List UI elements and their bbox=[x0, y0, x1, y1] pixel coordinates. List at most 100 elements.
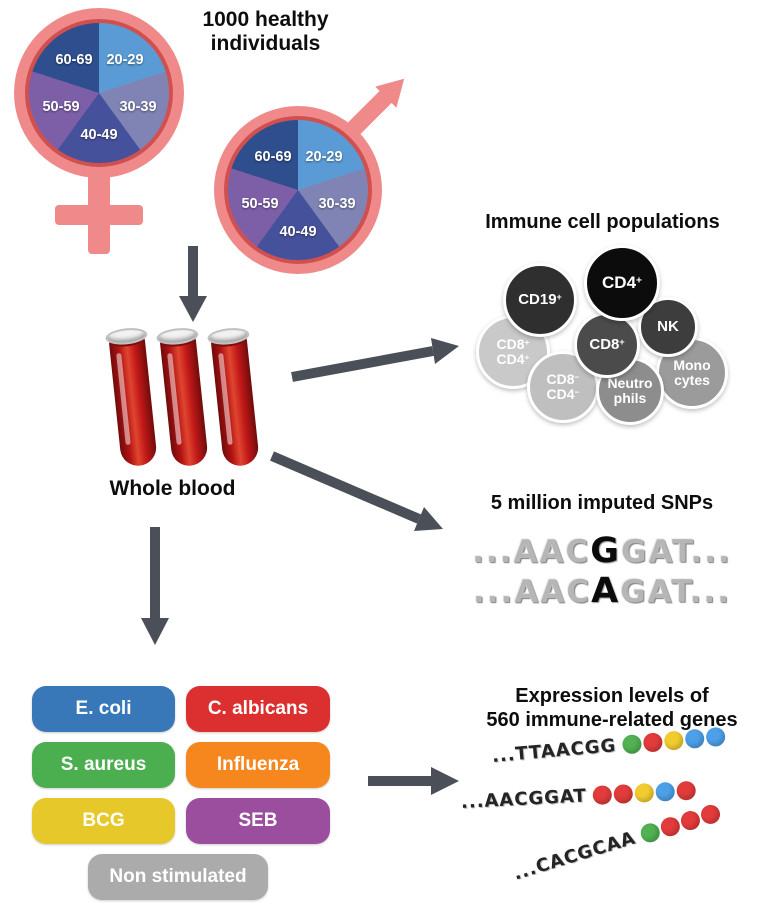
label-base: CD8 bbox=[546, 371, 575, 388]
bead bbox=[642, 732, 663, 753]
bead bbox=[634, 782, 655, 803]
stimulus-non-stimulated: Non stimulated bbox=[88, 854, 268, 900]
whole-blood-label: Whole blood bbox=[109, 477, 236, 500]
bead bbox=[621, 733, 642, 755]
bead bbox=[676, 780, 697, 801]
label-base: CD19 bbox=[518, 291, 557, 309]
snp-prefix: ...AAC bbox=[472, 534, 591, 570]
snps-title: 5 million imputed SNPs bbox=[490, 492, 714, 514]
bead bbox=[663, 730, 684, 751]
age-label-50-59-male: 50-59 bbox=[241, 196, 279, 212]
label-line1: CD8− bbox=[547, 372, 580, 387]
male-age-pie: 20-29 30-39 40-49 50-59 60-69 bbox=[224, 116, 372, 264]
cell-cd8neg-cd4neg-label: CD8− CD4− bbox=[547, 372, 580, 401]
cell-monocytes-label: Mono cytes bbox=[673, 358, 710, 387]
cohort-title-line1: 1000 healthy bbox=[202, 8, 329, 31]
label-sup: + bbox=[524, 352, 530, 363]
bead bbox=[684, 728, 705, 750]
bead bbox=[658, 814, 682, 839]
snp-variant-allele: A bbox=[591, 571, 621, 611]
cell-cd4-label: CD4+ bbox=[602, 274, 642, 292]
age-label-30-39-female: 30-39 bbox=[119, 99, 157, 115]
age-label-30-39-male: 30-39 bbox=[318, 196, 356, 212]
label-base: NK bbox=[657, 318, 679, 336]
female-age-pie: 20-29 30-39 40-49 50-59 60-69 bbox=[25, 19, 173, 167]
age-label-40-49-male: 40-49 bbox=[279, 224, 317, 240]
age-label-40-49-female: 40-49 bbox=[80, 127, 118, 143]
expression-title-line2: 560 immune-related genes bbox=[486, 709, 738, 731]
probe-sequence: ...TTAACGG bbox=[491, 735, 618, 767]
snp-sequence-1: ...AACGGAT... bbox=[452, 531, 752, 571]
snp-prefix: ...AAC bbox=[473, 574, 592, 610]
label-sup: + bbox=[524, 337, 530, 348]
arrow-blood-to-cells bbox=[291, 338, 459, 382]
snp-variant-allele: G bbox=[590, 531, 621, 571]
label-line1: CD8+ bbox=[497, 337, 530, 352]
label-line1: Mono bbox=[673, 357, 711, 374]
male-symbol: 20-29 30-39 40-49 50-59 60-69 bbox=[214, 68, 429, 291]
gene-probe-3: ...CACGCAA bbox=[510, 802, 723, 885]
gene-probe-2: ...AACGGAT bbox=[460, 780, 697, 813]
label-base: CD8 bbox=[496, 336, 525, 353]
label-sup: + bbox=[556, 292, 562, 303]
immune-cells-title: Immune cell populations bbox=[485, 211, 720, 233]
label-sup: + bbox=[619, 337, 625, 348]
stimulus-label: E. coli bbox=[75, 698, 132, 719]
blood-tube-3 bbox=[206, 326, 264, 472]
bead bbox=[592, 785, 613, 806]
arrow-blood-to-stimuli bbox=[141, 527, 169, 645]
arrow-blood-to-snps bbox=[270, 451, 443, 531]
female-symbol: 20-29 30-39 40-49 50-59 60-69 bbox=[14, 8, 189, 256]
bead bbox=[613, 784, 634, 804]
stimulus-label: S. aureus bbox=[60, 754, 147, 775]
stimulus-bcg: BCG bbox=[32, 798, 175, 844]
arrow-cohort-to-blood bbox=[179, 246, 207, 322]
bead bbox=[655, 781, 676, 802]
label-line2: cytes bbox=[674, 372, 710, 388]
bead bbox=[698, 802, 723, 827]
stimulus-influenza: Influenza bbox=[186, 742, 330, 788]
probe-sequence: ...AACGGAT bbox=[460, 785, 588, 813]
cell-cd8-label: CD8+ bbox=[589, 337, 624, 353]
label-line2: CD4− bbox=[547, 387, 580, 402]
label-base: CD4 bbox=[546, 386, 575, 402]
blood-tube-1 bbox=[104, 326, 162, 472]
age-label-20-29-female: 20-29 bbox=[106, 52, 144, 68]
label-sup: − bbox=[574, 387, 580, 398]
bead bbox=[678, 808, 703, 833]
cell-cd4: CD4+ bbox=[584, 245, 660, 321]
arrow-stimuli-to-expression bbox=[368, 767, 459, 795]
cell-neutrophils-label: Neutro phils bbox=[607, 376, 652, 405]
cell-cd19-label: CD19+ bbox=[518, 292, 562, 308]
snp-sequence-2: ...AACAGAT... bbox=[452, 571, 752, 611]
cell-nk-label: NK bbox=[657, 319, 679, 335]
expression-title-line1: Expression levels of bbox=[515, 685, 709, 707]
label-line2: phils bbox=[613, 390, 647, 406]
female-crossbar bbox=[55, 205, 143, 225]
bead bbox=[638, 821, 662, 845]
age-label-60-69-female: 60-69 bbox=[55, 52, 93, 68]
cell-cd8: CD8+ bbox=[574, 312, 640, 378]
blood-tube-2 bbox=[155, 326, 213, 472]
cohort-title-line2: individuals bbox=[210, 32, 321, 56]
age-label-50-59-female: 50-59 bbox=[42, 99, 80, 115]
stimulus-e-coli: E. coli bbox=[32, 686, 175, 732]
stimulus-label: SEB bbox=[238, 810, 278, 831]
expression-title: Expression levels of 560 immune-related … bbox=[462, 684, 762, 732]
bead bbox=[705, 726, 726, 748]
stimulus-c-albicans: C. albicans bbox=[186, 686, 330, 732]
probe-bead-array bbox=[590, 780, 697, 806]
stimulus-label: C. albicans bbox=[207, 698, 309, 719]
probe-sequence: ...CACGCAA bbox=[510, 827, 639, 885]
label-base: CD4 bbox=[496, 351, 525, 367]
label-line1: Neutro bbox=[607, 375, 653, 392]
stimulus-seb: SEB bbox=[186, 798, 330, 844]
label-base: CD4 bbox=[602, 273, 637, 293]
stimulus-label: BCG bbox=[82, 810, 125, 831]
label-base: CD8 bbox=[589, 336, 620, 354]
cell-cd19: CD19+ bbox=[503, 263, 577, 337]
label-sup: + bbox=[636, 275, 642, 287]
probe-bead-array bbox=[636, 802, 723, 846]
label-sup: − bbox=[574, 372, 580, 383]
